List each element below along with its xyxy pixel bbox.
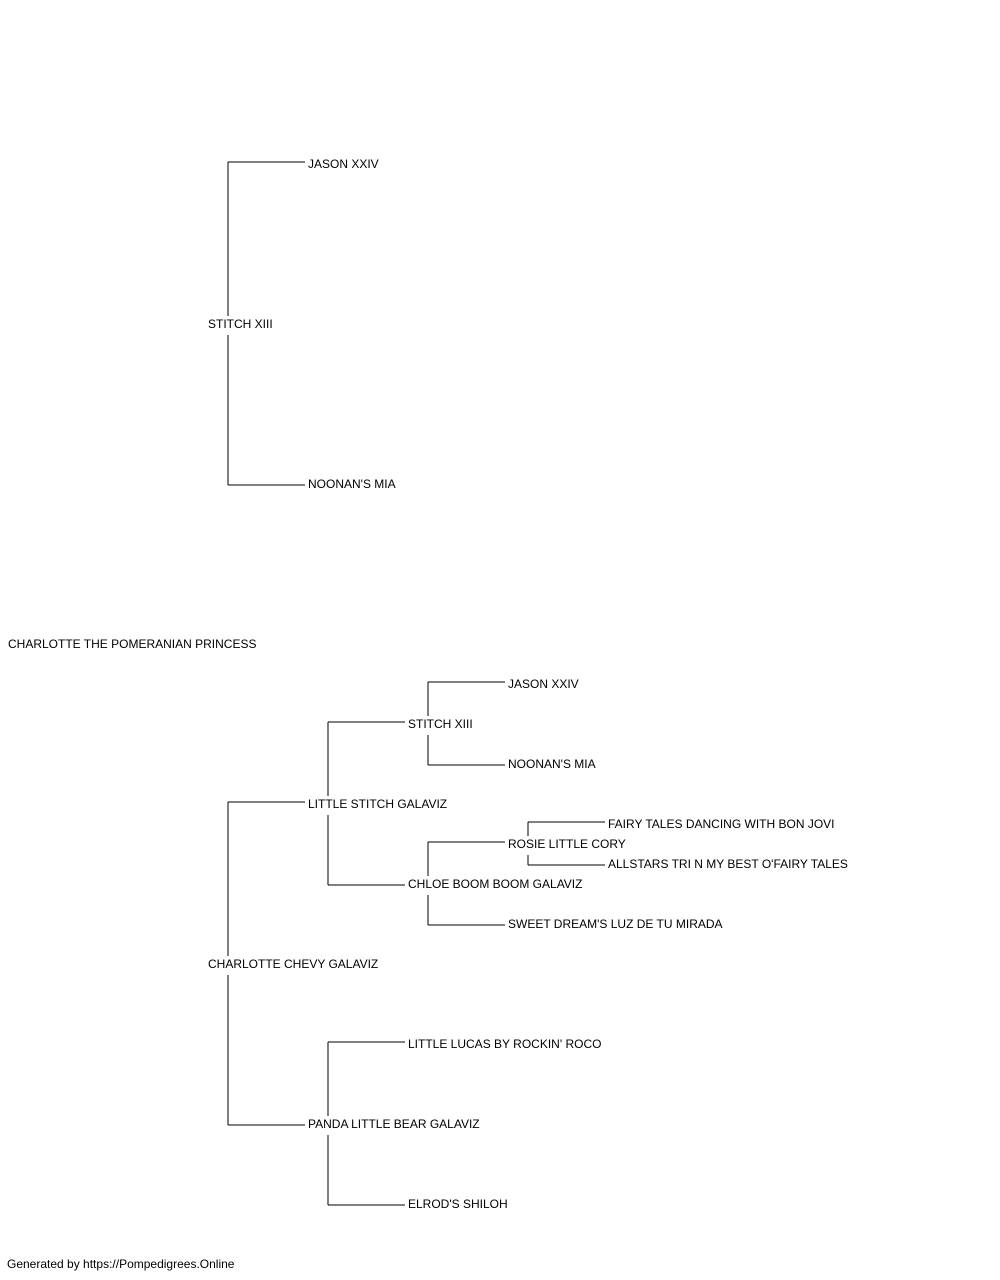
dam-dam-name: PANDA LITTLE BEAR GALAVIZ	[307, 1117, 481, 1131]
dam-sire-sire-dam-name: NOONAN'S MIA	[507, 757, 597, 771]
sire-name: STITCH XIII	[207, 317, 274, 331]
sire-sire-name: JASON XXIV	[307, 157, 380, 171]
sire-dam-name: NOONAN'S MIA	[307, 477, 397, 491]
generated-by-footer: Generated by https://Pompedigrees.Online	[7, 1257, 235, 1271]
dam-dam-sire-name: LITTLE LUCAS BY ROCKIN' ROCO	[407, 1037, 603, 1051]
dam-sire-sire-name: STITCH XIII	[407, 717, 474, 731]
dam-sire-sire-sire-name: JASON XXIV	[507, 677, 580, 691]
dam-sire-dam-sire-dam-name: ALLSTARS TRI N MY BEST O'FAIRY TALES	[607, 857, 849, 871]
dam-sire-dam-sire-name: ROSIE LITTLE CORY	[507, 837, 627, 851]
dam-sire-dam-name: CHLOE BOOM BOOM GALAVIZ	[407, 877, 584, 891]
subject-name: CHARLOTTE THE POMERANIAN PRINCESS	[7, 637, 258, 651]
dam-sire-dam-sire-sire-name: FAIRY TALES DANCING WITH BON JOVI	[607, 817, 836, 831]
dam-sire-dam-dam-name: SWEET DREAM'S LUZ DE TU MIRADA	[507, 917, 724, 931]
dam-dam-dam-name: ELROD'S SHILOH	[407, 1197, 509, 1211]
dam-sire-name: LITTLE STITCH GALAVIZ	[307, 797, 449, 811]
dam-name: CHARLOTTE CHEVY GALAVIZ	[207, 957, 380, 971]
